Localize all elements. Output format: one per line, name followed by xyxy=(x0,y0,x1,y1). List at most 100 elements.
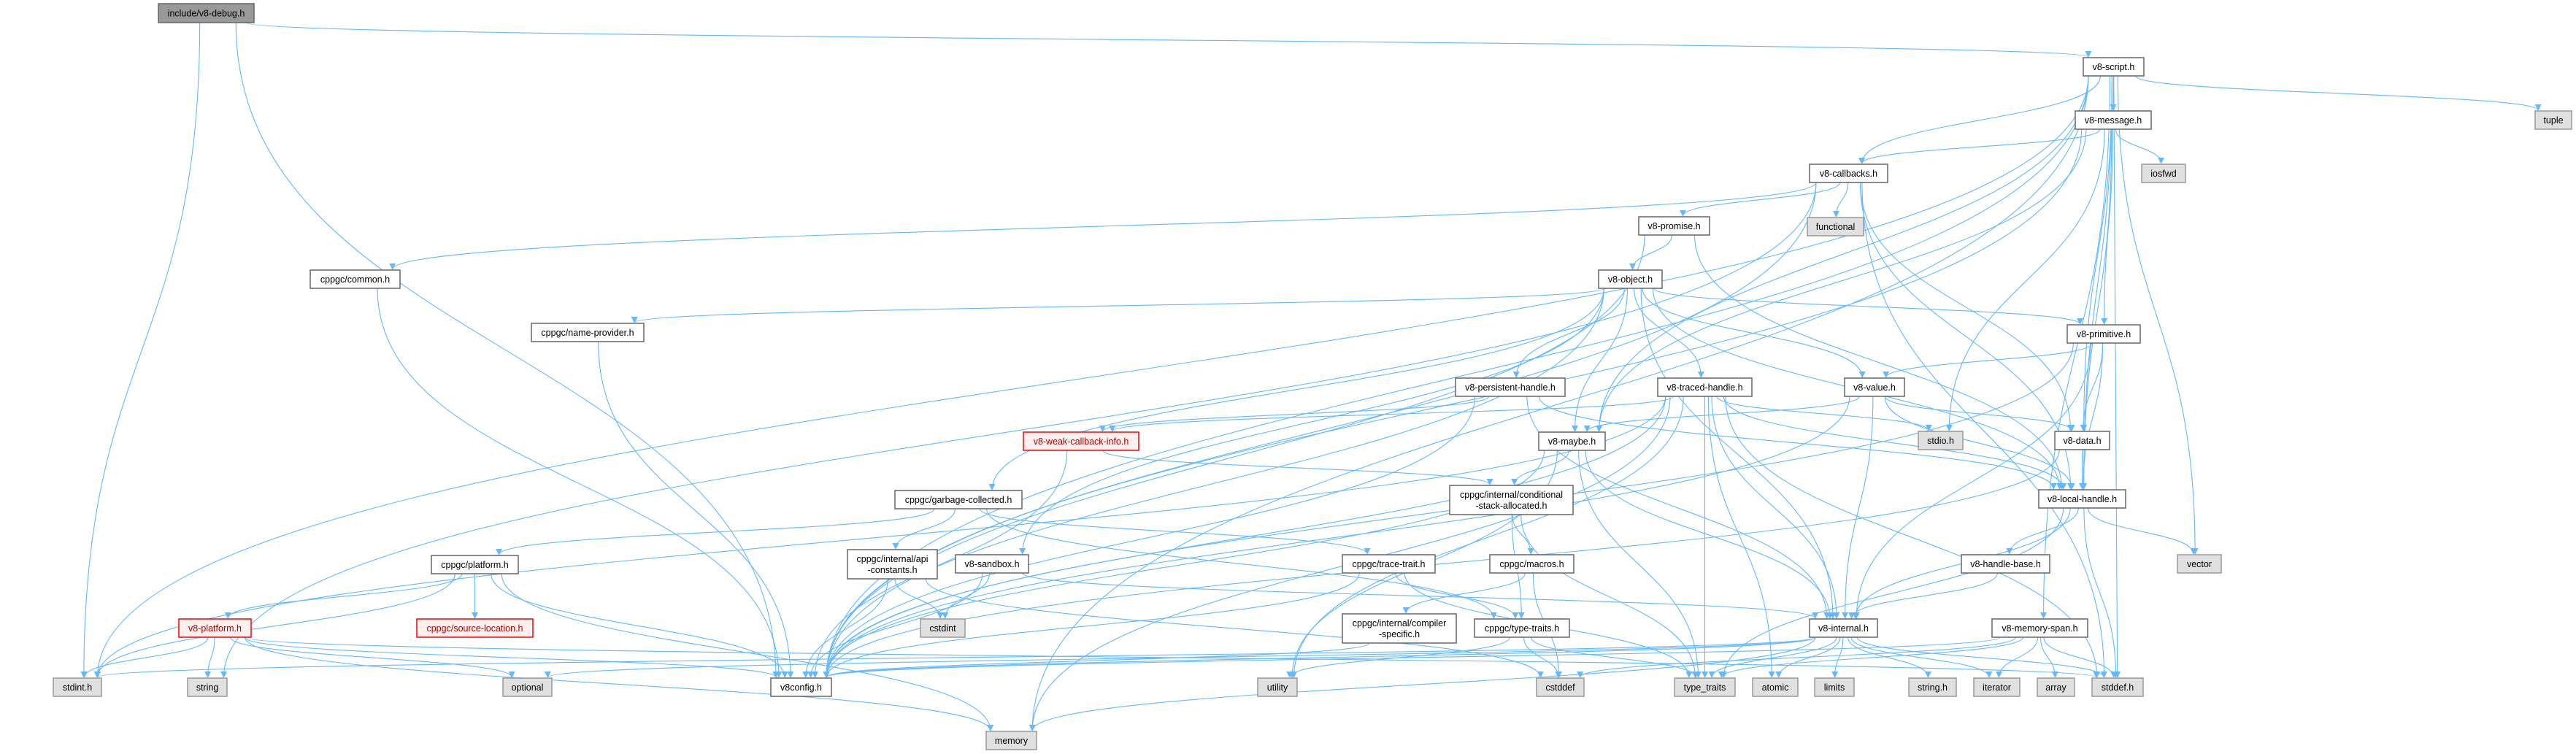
node-cppgc-trace-trait[interactable]: cppgc/trace-trait.h xyxy=(1342,554,1436,574)
node-label: v8-traced-handle.h xyxy=(1666,382,1742,393)
node-box xyxy=(2038,489,2126,509)
node-v8-memory-span[interactable]: v8-memory-span.h xyxy=(1991,618,2088,638)
node-cppgc-platform[interactable]: cppgc/platform.h xyxy=(431,555,519,574)
node-v8-traced-handle[interactable]: v8-traced-handle.h xyxy=(1657,377,1753,397)
edge-v8-value-to-v8config xyxy=(823,396,1850,678)
node-iosfwd[interactable]: iosfwd xyxy=(2141,164,2186,183)
node-label: v8-platform.h xyxy=(188,623,242,634)
edge-cppgc-conditional-to-type_traits xyxy=(1520,514,1699,678)
node-stdint[interactable]: stdint.h xyxy=(53,677,102,697)
node-v8-object[interactable]: v8-object.h xyxy=(1598,269,1663,289)
node-string-h[interactable]: string.h xyxy=(1908,677,1957,697)
node-box xyxy=(187,677,228,697)
node-v8-callbacks[interactable]: v8-callbacks.h xyxy=(1809,164,1888,183)
node-v8-handle-base[interactable]: v8-handle-base.h xyxy=(1961,554,2050,574)
node-label: cppgc/type-traits.h xyxy=(1485,623,1559,634)
edge-v8-script-to-v8-memory-span xyxy=(2040,75,2110,619)
node-v8-sandbox[interactable]: v8-sandbox.h xyxy=(955,554,1029,574)
node-box xyxy=(2054,431,2110,450)
node-label: v8-weak-callback-info.h xyxy=(1034,436,1129,447)
edge-v8-traced-handle-to-atomic xyxy=(1707,396,1775,678)
node-cppgc-type-traits[interactable]: cppgc/type-traits.h xyxy=(1474,618,1570,638)
node-v8-local-handle[interactable]: v8-local-handle.h xyxy=(2038,489,2126,509)
node-box xyxy=(955,554,1029,574)
node-box xyxy=(158,3,255,23)
node-box xyxy=(1657,377,1753,397)
node-v8-message[interactable]: v8-message.h xyxy=(2075,110,2152,130)
edge-v8-persistent-handle-to-v8-weak-callback-info xyxy=(1099,396,1490,432)
node-vector[interactable]: vector xyxy=(2177,554,2222,574)
node-box xyxy=(1342,613,1457,644)
edge-v8-memory-span-to-v8config xyxy=(823,636,2001,678)
node-iterator[interactable]: iterator xyxy=(1973,677,2021,697)
node-cstddef[interactable]: cstddef xyxy=(1536,677,1585,697)
node-v8-script[interactable]: v8-script.h xyxy=(2083,57,2145,77)
node-cppgc-common[interactable]: cppgc/common.h xyxy=(309,269,401,289)
node-cstdint[interactable]: cstdint xyxy=(920,618,966,638)
node-cppgc-compiler-specific[interactable]: cppgc/internal/compiler-specific.h xyxy=(1342,613,1457,644)
edge-v8-message-to-v8-primitive xyxy=(2101,128,2113,325)
node-label: utility xyxy=(1267,682,1288,693)
edge-cppgc-type-traits-to-type_traits xyxy=(1530,636,1699,678)
edge-cppgc-trace-trait-to-cppgc-type-traits xyxy=(1395,572,1519,619)
node-label: memory xyxy=(995,736,1029,746)
edge-cppgc-api-constants-to-cstddef xyxy=(925,578,1544,678)
node-label: v8-data.h xyxy=(2063,436,2101,446)
node-label: tuple xyxy=(2543,115,2563,126)
edge-v8-promise-to-v8-object xyxy=(1629,234,1673,270)
node-v8-persistent-handle[interactable]: v8-persistent-handle.h xyxy=(1455,377,1566,397)
node-v8config[interactable]: v8config.h xyxy=(770,677,832,697)
node-cppgc-api-constants[interactable]: cppgc/internal/api-constants.h xyxy=(847,549,938,580)
node-functional[interactable]: functional xyxy=(1807,217,1864,236)
node-tuple[interactable]: tuple xyxy=(2534,110,2572,130)
node-utility[interactable]: utility xyxy=(1257,677,1298,697)
node-v8-primitive[interactable]: v8-primitive.h xyxy=(2066,324,2141,344)
edge-v8-message-to-v8-callbacks xyxy=(1858,128,2101,164)
node-label: v8-object.h xyxy=(1608,274,1653,285)
node-cppgc-source-location[interactable]: cppgc/source-location.h xyxy=(416,618,534,638)
node-v8-platform[interactable]: v8-platform.h xyxy=(178,618,252,638)
edge-v8-local-handle-to-v8-handle-base xyxy=(2006,507,2079,555)
node-v8-weak-callback-info[interactable]: v8-weak-callback-info.h xyxy=(1023,431,1139,451)
node-cppgc-name-provider[interactable]: cppgc/name-provider.h xyxy=(531,323,645,342)
edge-v8-script-to-v8-maybe xyxy=(1596,75,2089,432)
node-v8-maybe[interactable]: v8-maybe.h xyxy=(1538,431,1606,451)
node-v8-data[interactable]: v8-data.h xyxy=(2054,431,2110,450)
edge-v8-object-to-v8-value xyxy=(1642,288,1866,378)
edge-cppgc-name-provider-to-v8config xyxy=(598,341,794,678)
node-string[interactable]: string xyxy=(187,677,228,697)
node-v8-value[interactable]: v8-value.h xyxy=(1844,377,1905,397)
edge-v8-sandbox-to-cstdint xyxy=(942,572,991,619)
edge-cppgc-garbage-collected-to-cppgc-api-constants xyxy=(892,508,956,550)
node-box xyxy=(847,549,938,580)
edge-v8-script-to-tuple xyxy=(2135,75,2542,111)
node-memory[interactable]: memory xyxy=(985,731,1037,750)
edge-v8-promise-to-v8config xyxy=(823,234,1645,678)
edge-v8-message-to-iosfwd xyxy=(2115,128,2165,164)
node-label: v8-handle-base.h xyxy=(1970,559,2041,569)
edge-v8-script-to-v8config xyxy=(823,75,2089,678)
node-type_traits[interactable]: type_traits xyxy=(1674,677,1736,697)
node-limits[interactable]: limits xyxy=(1814,677,1855,697)
edge-v8-traced-handle-to-v8-local-handle xyxy=(1723,396,2067,490)
node-v8-debug[interactable]: include/v8-debug.h xyxy=(158,3,255,23)
node-cppgc-conditional[interactable]: cppgc/internal/conditional-stack-allocat… xyxy=(1449,485,1574,515)
node-v8-internal[interactable]: v8-internal.h xyxy=(1809,618,1878,638)
node-box xyxy=(1973,677,2021,697)
node-box xyxy=(1814,677,1855,697)
node-stddef[interactable]: stddef.h xyxy=(2091,677,2144,697)
edge-v8-script-to-stdint xyxy=(94,75,2089,678)
node-cppgc-macros[interactable]: cppgc/macros.h xyxy=(1489,554,1575,574)
edge-v8-primitive-to-v8-data xyxy=(2080,342,2104,431)
edge-v8-value-to-v8-internal xyxy=(1842,396,1874,619)
edge-v8-script-to-stddef xyxy=(2113,75,2121,678)
node-optional[interactable]: optional xyxy=(502,677,553,697)
node-v8-promise[interactable]: v8-promise.h xyxy=(1638,216,1710,236)
node-array[interactable]: array xyxy=(2037,677,2075,697)
node-cppgc-garbage-collected[interactable]: cppgc/garbage-collected.h xyxy=(894,490,1023,509)
node-box xyxy=(1257,677,1298,697)
node-atomic[interactable]: atomic xyxy=(1752,677,1799,697)
node-label: v8-persistent-handle.h xyxy=(1465,382,1556,393)
node-box xyxy=(1809,164,1888,183)
node-stdio[interactable]: stdio.h xyxy=(1918,431,1964,450)
